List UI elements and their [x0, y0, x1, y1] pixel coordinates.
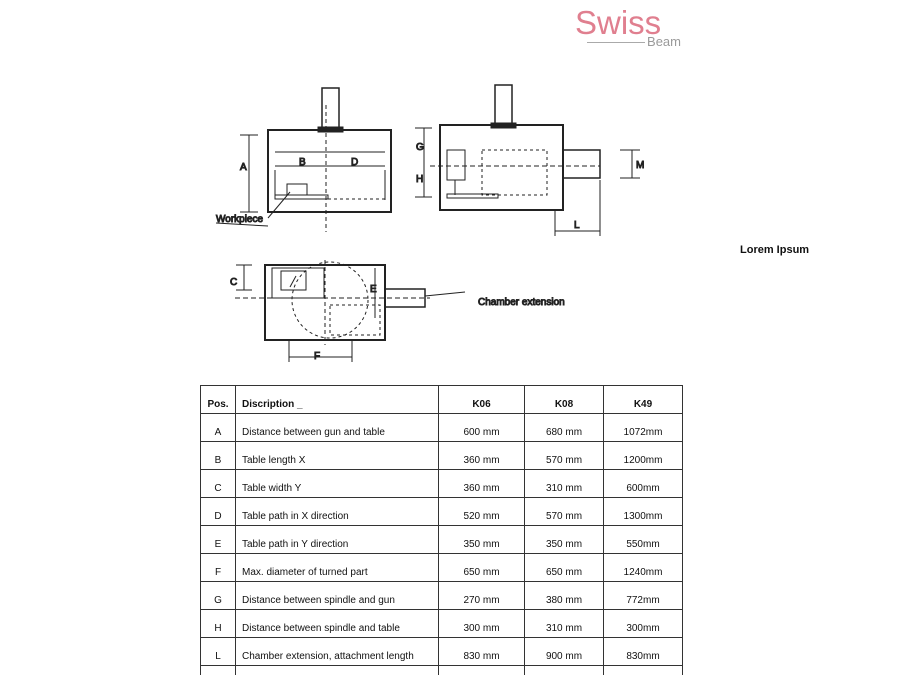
- cell-k08: 310 mm: [524, 609, 604, 638]
- cell-k49: 772mm: [603, 581, 683, 610]
- cell-k49: 600mm: [603, 469, 683, 498]
- cell-k49: 300mm: [603, 609, 683, 638]
- header-k49: K49: [603, 385, 683, 414]
- header-k06: K06: [438, 385, 525, 414]
- cell-description: Max. diameter of turned part: [235, 553, 439, 582]
- cell-k49: 1072mm: [603, 413, 683, 442]
- cell-description: Distance between gun and table: [235, 413, 439, 442]
- cell-k06: 300 mm: [438, 609, 525, 638]
- cell-pos: A: [200, 413, 236, 442]
- cell-description: Table length X: [235, 441, 439, 470]
- cell-k08: 310 mm: [524, 469, 604, 498]
- cell-pos: C: [200, 469, 236, 498]
- side-view: G H M L: [415, 84, 645, 236]
- label-G: G: [416, 142, 424, 153]
- cell-pos: L: [200, 637, 236, 666]
- label-D: D: [351, 157, 358, 168]
- cell-k06: 830 mm: [438, 637, 525, 666]
- cell-description: Chamber extension, attachment length: [235, 637, 439, 666]
- cell-description: Table width Y: [235, 469, 439, 498]
- cell-k06: 520 mm: [438, 497, 525, 526]
- logo-sub: Beam: [647, 34, 681, 49]
- swiss-beam-logo: Swiss Beam: [575, 4, 685, 49]
- cell-k08: 380 mm: [524, 581, 604, 610]
- cell-pos: H: [200, 609, 236, 638]
- cell-k08: 570 mm: [524, 497, 604, 526]
- label-L: L: [574, 220, 580, 231]
- cell-k06: 350 mm: [438, 525, 525, 554]
- header-k08: K08: [524, 385, 604, 414]
- cell-k08: 680 mm: [524, 413, 604, 442]
- cell-k08: 210 mm: [524, 665, 604, 675]
- cell-k49: 1200mm: [603, 441, 683, 470]
- label-F: F: [314, 351, 320, 362]
- label-chamber-extension: Chamber extension: [478, 297, 565, 308]
- label-B: B: [299, 157, 306, 168]
- label-C: C: [230, 277, 237, 288]
- label-workpiece: Workpiece: [216, 214, 263, 225]
- cell-pos: D: [200, 497, 236, 526]
- front-view: A B D Workpiece: [216, 87, 392, 232]
- logo-main: Swiss: [575, 4, 662, 41]
- cell-k08: 900 mm: [524, 637, 604, 666]
- top-view: C E F Chamber extension: [230, 260, 565, 363]
- table-row: MChamber extension, diameter210 mm210 mm…: [200, 665, 683, 675]
- table-header-row: Pos. Discription _ K06 K08 K49: [200, 385, 683, 414]
- label-M: M: [636, 160, 644, 171]
- cell-k06: 650 mm: [438, 553, 525, 582]
- cell-k06: 600 mm: [438, 413, 525, 442]
- cell-k08: 650 mm: [524, 553, 604, 582]
- cell-pos: G: [200, 581, 236, 610]
- logo-line: [587, 42, 645, 43]
- cell-k08: 570 mm: [524, 441, 604, 470]
- technical-drawing: A B D Workpiece G H M L: [216, 84, 645, 363]
- cell-k08: 350 mm: [524, 525, 604, 554]
- label-H: H: [416, 174, 423, 185]
- cell-description: Distance between spindle and gun: [235, 581, 439, 610]
- cell-description: Table path in X direction: [235, 497, 439, 526]
- cell-pos: B: [200, 441, 236, 470]
- label-A: A: [240, 162, 247, 173]
- header-description: Discription _: [235, 385, 439, 414]
- cell-k06: 360 mm: [438, 469, 525, 498]
- cell-pos: F: [200, 553, 236, 582]
- cell-description: Chamber extension, diameter: [235, 665, 439, 675]
- header-pos: Pos.: [200, 385, 236, 414]
- cell-description: Distance between spindle and table: [235, 609, 439, 638]
- side-note: Lorem Ipsum: [740, 244, 810, 256]
- cell-pos: E: [200, 525, 236, 554]
- cell-k06: 360 mm: [438, 441, 525, 470]
- cell-k49: 550mm: [603, 525, 683, 554]
- cell-k06: 210 mm: [438, 665, 525, 675]
- cell-pos: M: [200, 665, 236, 675]
- cell-k49: 830mm: [603, 637, 683, 666]
- cell-description: Table path in Y direction: [235, 525, 439, 554]
- cell-k49: 1300mm: [603, 497, 683, 526]
- cell-k49: 210mm: [603, 665, 683, 675]
- cell-k49: 1240mm: [603, 553, 683, 582]
- label-E: E: [370, 284, 377, 295]
- cell-k06: 270 mm: [438, 581, 525, 610]
